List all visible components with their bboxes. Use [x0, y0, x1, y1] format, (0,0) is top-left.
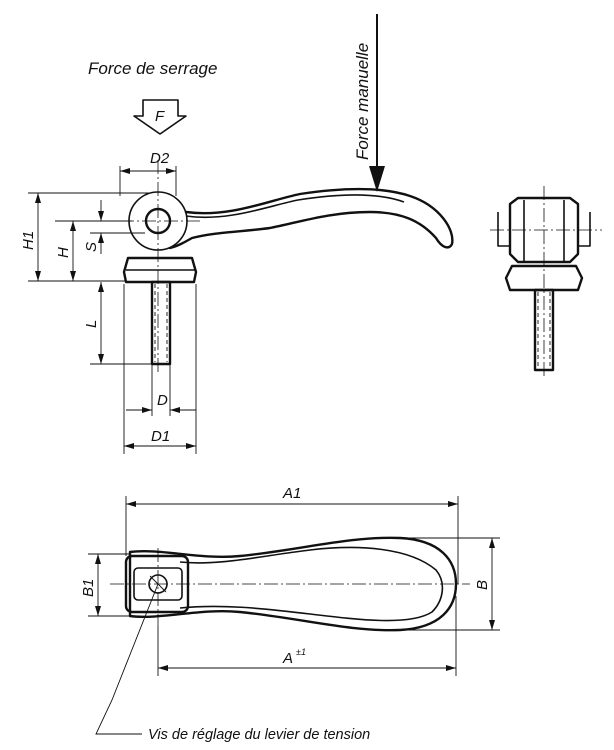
clamping-force-caption: Force de serrage [88, 59, 217, 78]
adjusting-screw-leader [95, 583, 159, 735]
top-view [110, 536, 470, 632]
svg-text:L: L [83, 320, 100, 328]
front-view [120, 160, 454, 372]
dimension-d1: D1 [123, 284, 197, 454]
dimension-l: L [83, 282, 152, 365]
svg-text:S: S [83, 242, 100, 252]
dimension-b1: B1 [80, 553, 130, 617]
svg-text:B1: B1 [80, 579, 97, 597]
svg-text:H: H [55, 247, 72, 258]
dimension-a-tolerance: ±1 [296, 647, 306, 657]
manual-force-caption: Force manuelle [353, 43, 372, 160]
adjusting-screw-caption: Vis de réglage du levier de tension [148, 727, 370, 743]
side-view [490, 186, 602, 378]
dimension-d2: D2 [119, 150, 177, 196]
side-view-head [508, 196, 580, 264]
threaded-stud [150, 280, 172, 366]
svg-text:D: D [157, 392, 168, 409]
svg-text:D2: D2 [150, 150, 170, 167]
svg-text:H1: H1 [20, 231, 37, 250]
svg-text:B: B [474, 580, 491, 590]
dimension-b: B [400, 537, 500, 631]
clamping-force-arrow: F [133, 99, 187, 135]
base-washer [122, 256, 198, 284]
dimension-h: H [55, 220, 132, 281]
svg-text:D1: D1 [151, 428, 170, 445]
dimension-d: D [126, 364, 196, 416]
lever-arm [168, 187, 454, 250]
top-view-lever [128, 536, 458, 632]
manual-force-arrow [369, 14, 385, 192]
dimension-a1: A1 [125, 485, 459, 584]
dimension-h1: H1 [20, 192, 150, 282]
force-symbol-label: F [155, 108, 165, 125]
svg-text:A1: A1 [282, 485, 301, 502]
dimension-a: A ±1 [157, 596, 457, 676]
side-view-washer [504, 264, 584, 292]
dimension-a-label: A [282, 650, 293, 667]
dimension-s: S [83, 200, 145, 254]
